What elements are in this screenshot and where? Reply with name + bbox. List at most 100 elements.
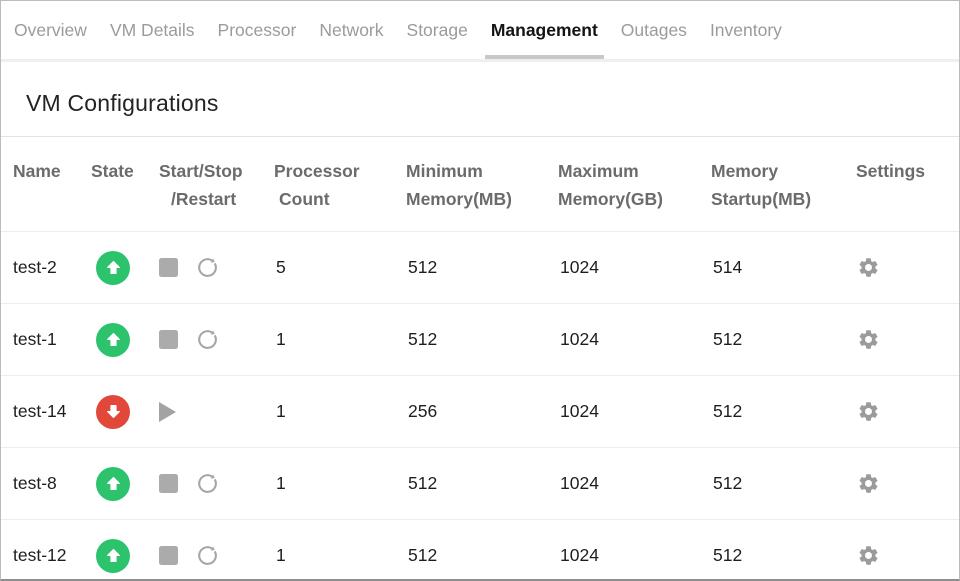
stop-icon[interactable] — [159, 474, 178, 493]
up-arrow-circle-icon — [96, 322, 130, 357]
settings-cell — [856, 472, 959, 495]
restart-icon[interactable] — [195, 471, 220, 496]
column-header-line: Start/Stop — [159, 161, 243, 181]
memory-startup: 514 — [713, 257, 743, 277]
processor-count: 1 — [276, 473, 286, 493]
processor-count: 1 — [276, 545, 286, 565]
actions-cell — [159, 471, 274, 496]
down-arrow-circle-icon — [96, 394, 130, 429]
tab-label: Inventory — [709, 19, 782, 40]
vm-name: test-2 — [13, 257, 57, 277]
tab-overview[interactable]: Overview — [14, 1, 87, 59]
column-header-line: Memory(GB) — [558, 189, 664, 209]
tab-label: VM Details — [109, 19, 195, 40]
actions-cell — [159, 255, 274, 280]
gear-icon[interactable] — [857, 328, 880, 351]
stop-icon[interactable] — [159, 546, 178, 565]
tab-processor[interactable]: Processor — [218, 1, 297, 59]
column-header-name: Name — [13, 157, 91, 185]
state-cell — [91, 322, 159, 357]
settings-cell — [856, 256, 959, 279]
processor-count: 1 — [276, 329, 286, 349]
tab-bar: Overview VM Details Processor Network Storag… — [1, 1, 959, 62]
up-arrow-circle-icon — [96, 538, 130, 573]
tab-outages[interactable]: Outages — [621, 1, 687, 59]
processor-count: 1 — [276, 401, 286, 421]
maximum-memory: 1024 — [560, 329, 599, 349]
tab-vm-details[interactable]: VM Details — [110, 1, 195, 59]
gear-icon[interactable] — [857, 256, 880, 279]
table-body: test-2 5 512 1024 514 test-1 1 512 1024 … — [1, 232, 959, 579]
state-cell — [91, 394, 159, 429]
maximum-memory: 1024 — [560, 473, 599, 493]
processor-count: 5 — [276, 257, 286, 277]
tab-label: Network — [319, 19, 384, 40]
minimum-memory: 512 — [408, 257, 438, 277]
vm-name: test-8 — [13, 473, 57, 493]
tab-inventory[interactable]: Inventory — [710, 1, 782, 59]
tab-storage[interactable]: Storage — [407, 1, 468, 59]
maximum-memory: 1024 — [560, 401, 599, 421]
column-header-line: Startup(MB) — [711, 189, 812, 209]
vm-name: test-14 — [13, 401, 67, 421]
table-row: test-8 1 512 1024 512 — [1, 448, 959, 520]
stop-icon[interactable] — [159, 258, 178, 277]
tab-management[interactable]: Management — [484, 1, 604, 59]
memory-startup: 512 — [713, 473, 743, 493]
tab-label: Storage — [406, 19, 468, 40]
column-header-start-stop: Start/Stop/Restart — [159, 157, 274, 213]
minimum-memory: 512 — [408, 545, 438, 565]
minimum-memory: 256 — [408, 401, 438, 421]
minimum-memory: 512 — [408, 329, 438, 349]
column-header-line: State — [91, 161, 134, 181]
vm-name: test-1 — [13, 329, 57, 349]
settings-cell — [856, 400, 959, 423]
actions-cell — [159, 327, 274, 352]
memory-startup: 512 — [713, 401, 743, 421]
vm-name: test-12 — [13, 545, 67, 565]
restart-icon[interactable] — [195, 255, 220, 280]
restart-icon[interactable] — [195, 543, 220, 568]
column-header-line: Minimum — [406, 161, 483, 181]
gear-icon[interactable] — [857, 544, 880, 567]
table-row: test-14 1 256 1024 512 — [1, 376, 959, 448]
table-row: test-12 1 512 1024 512 — [1, 520, 959, 579]
tab-label: Processor — [217, 19, 297, 40]
settings-cell — [856, 328, 959, 351]
column-header-line: /Restart — [171, 189, 237, 209]
column-header-settings: Settings — [856, 157, 959, 185]
column-header-line: Processor — [274, 161, 360, 181]
column-header-line: Count — [279, 189, 330, 209]
table-row: test-2 5 512 1024 514 — [1, 232, 959, 304]
memory-startup: 512 — [713, 329, 743, 349]
tab-label: Outages — [620, 19, 687, 40]
up-arrow-circle-icon — [96, 250, 130, 285]
memory-startup: 512 — [713, 545, 743, 565]
restart-icon[interactable] — [195, 327, 220, 352]
actions-cell — [159, 543, 274, 568]
column-header-state: State — [91, 157, 159, 185]
column-header-line: Name — [13, 161, 61, 181]
tab-network[interactable]: Network — [319, 1, 383, 59]
column-header-line: Memory(MB) — [406, 189, 512, 209]
up-arrow-circle-icon — [96, 466, 130, 501]
column-header-line: Settings — [856, 161, 926, 181]
state-cell — [91, 538, 159, 573]
state-cell — [91, 250, 159, 285]
table-row: test-1 1 512 1024 512 — [1, 304, 959, 376]
gear-icon[interactable] — [857, 472, 880, 495]
column-header-line: Memory — [711, 161, 779, 181]
stop-icon[interactable] — [159, 330, 178, 349]
tab-label: Management — [490, 19, 598, 40]
section-header: VM Configurations — [1, 62, 959, 137]
maximum-memory: 1024 — [560, 545, 599, 565]
gear-icon[interactable] — [857, 400, 880, 423]
play-icon[interactable] — [159, 401, 176, 422]
maximum-memory: 1024 — [560, 257, 599, 277]
